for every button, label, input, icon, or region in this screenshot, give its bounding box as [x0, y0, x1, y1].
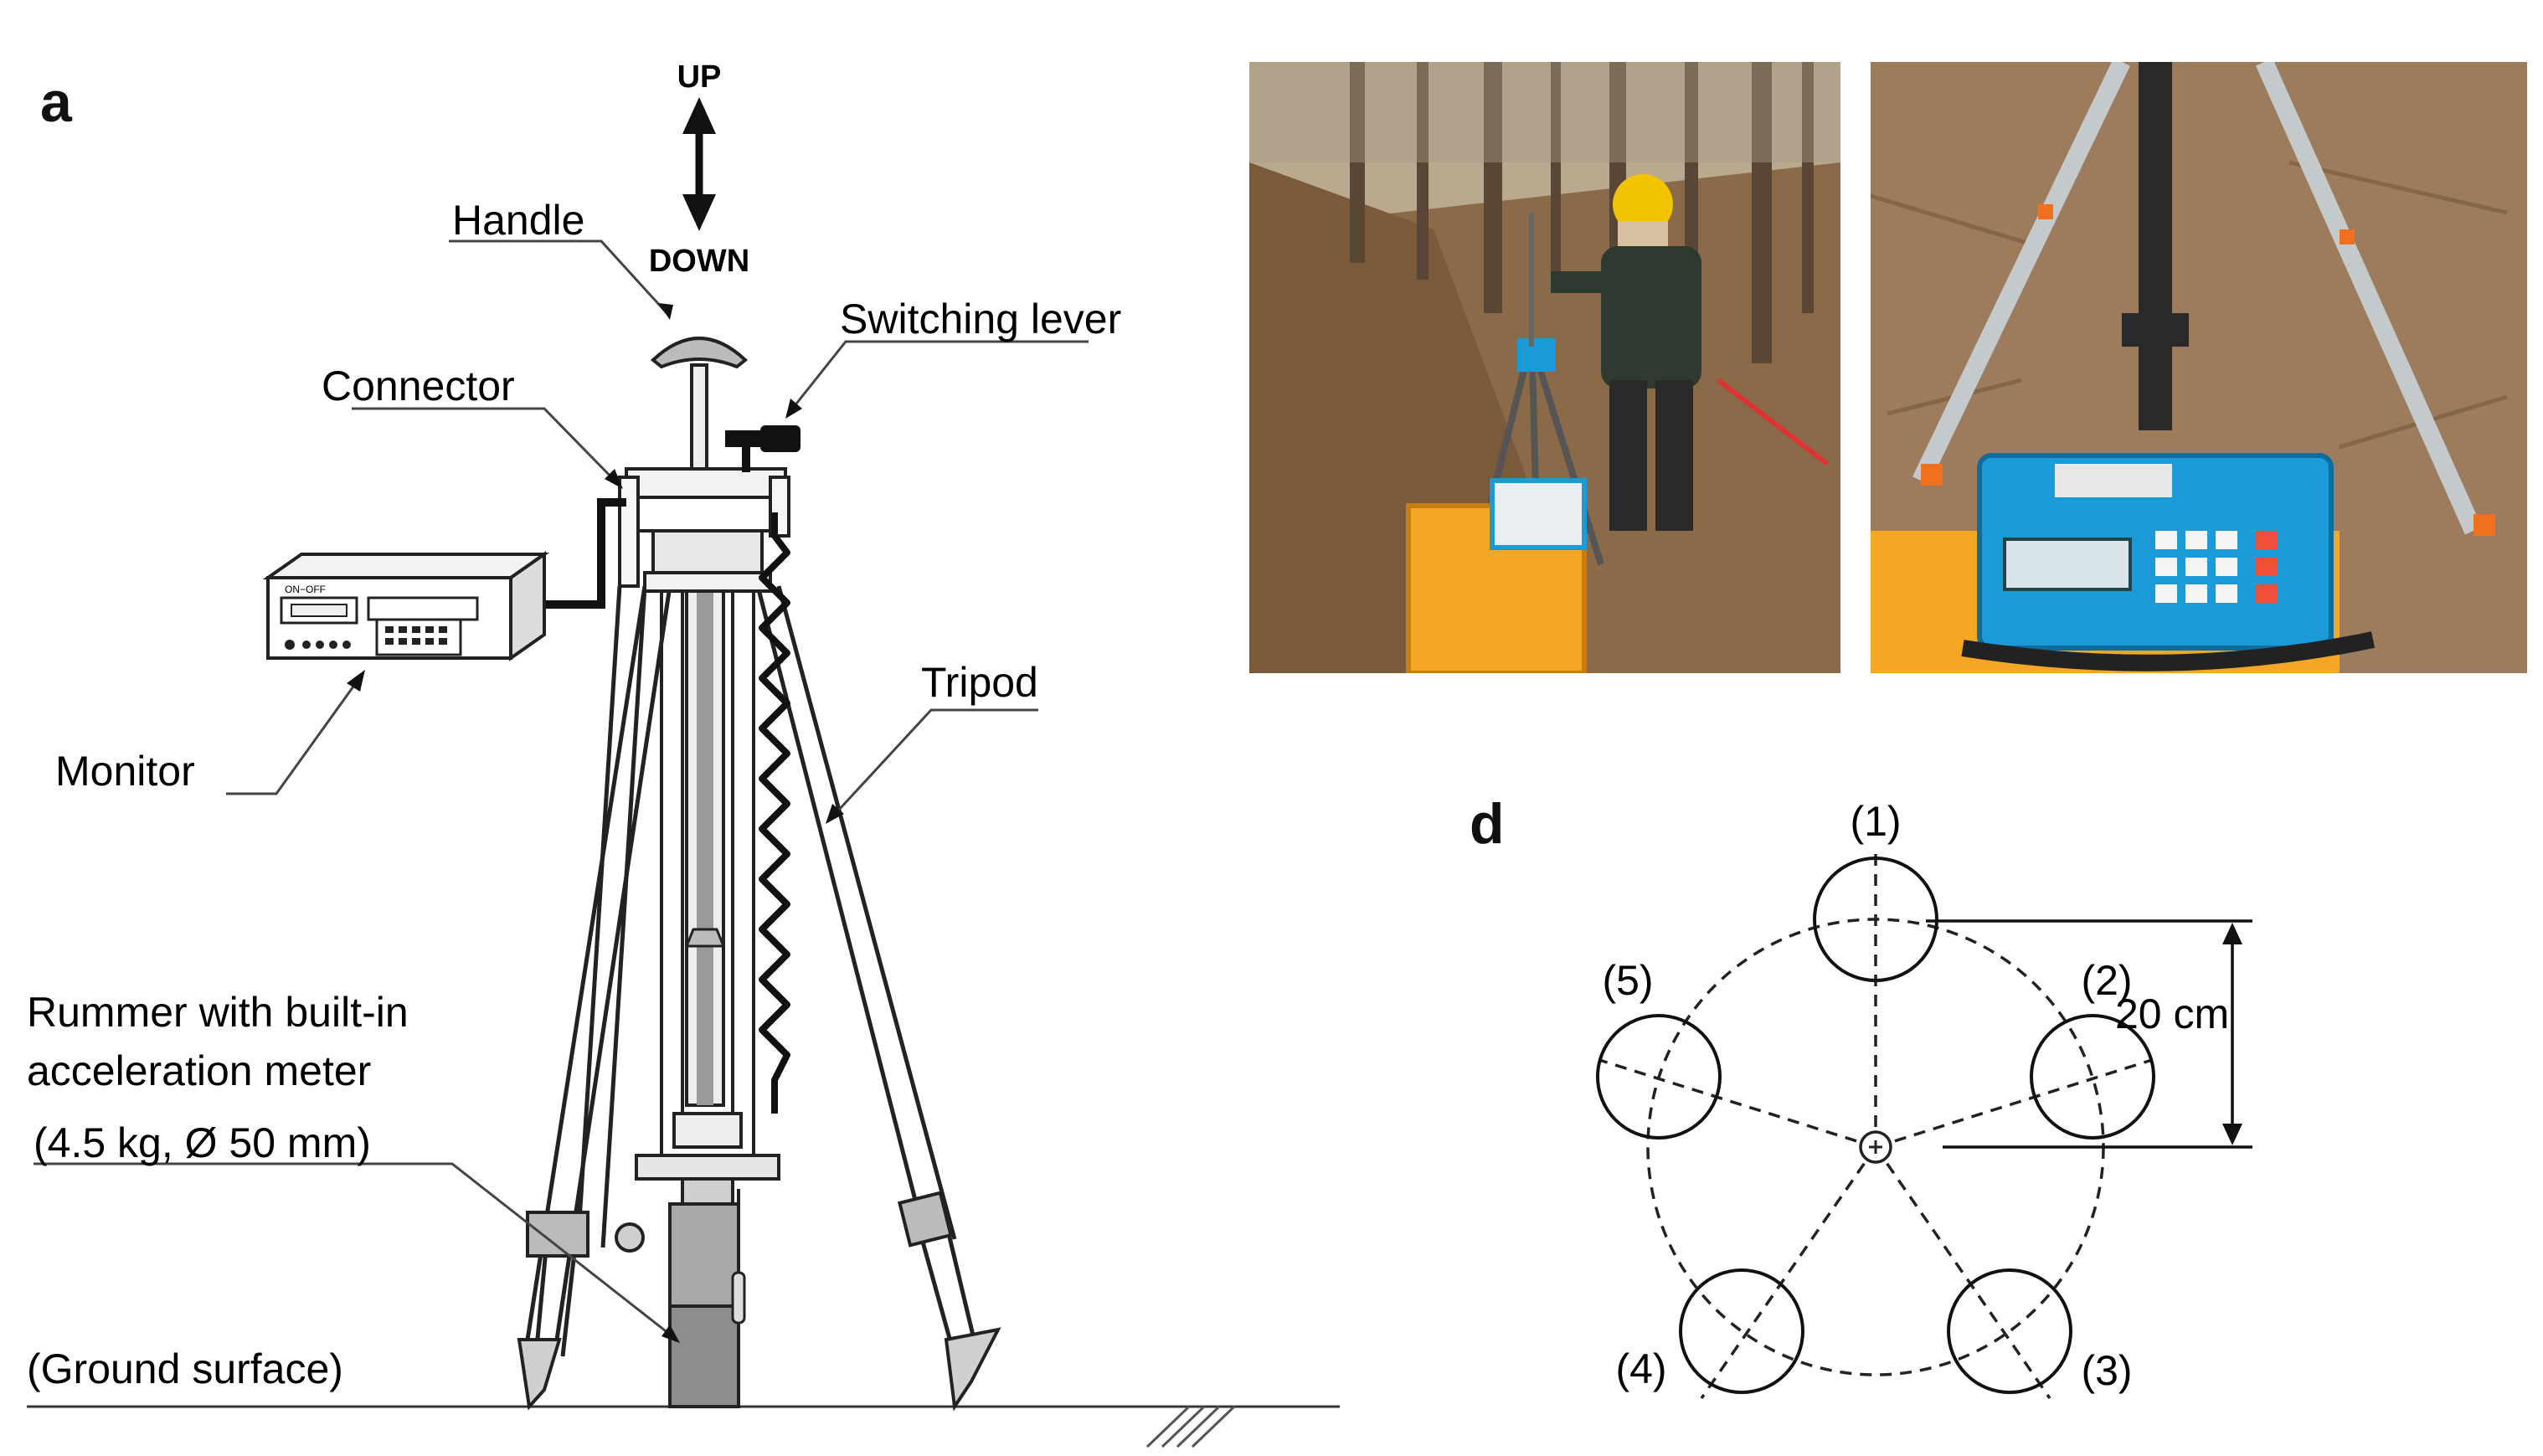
measurement-point-5	[1596, 1014, 1722, 1140]
measurement-point-1	[1813, 857, 1938, 982]
point-label-2: (2)	[2081, 957, 2132, 1004]
measurement-point-3	[1947, 1268, 2072, 1394]
leg-clamp-right	[898, 1191, 953, 1248]
photo-b-illustration	[1249, 62, 1840, 673]
drive-rod-core	[697, 586, 713, 1105]
up-down-arrow-icon	[682, 97, 716, 231]
leader-lines	[33, 239, 1089, 1343]
tripod-foot-left	[517, 1338, 562, 1411]
dimension-indicator	[1926, 919, 2252, 1149]
photo-device-closeup	[1871, 62, 2527, 673]
rummer-tip	[668, 1304, 740, 1408]
handle-label: Handle	[452, 197, 584, 244]
rod-stopper	[684, 928, 726, 948]
handle-shaft	[690, 363, 708, 484]
rummer-label-line1: Rummer with built-in	[27, 989, 409, 1036]
rummer-housing	[635, 1112, 780, 1206]
down-label: DOWN	[649, 244, 749, 279]
point-label-3: (3)	[2081, 1347, 2132, 1394]
rummer-label-line2: acceleration meter	[27, 1047, 371, 1094]
tripod-foot-right	[944, 1327, 1001, 1412]
point-label-1: (1)	[1850, 798, 1901, 845]
ground-surface-label: (Ground surface)	[27, 1345, 343, 1392]
measurement-point-4	[1679, 1268, 1804, 1394]
dimension-arrow-bottom-icon	[2222, 1124, 2242, 1145]
monitor-device: ON−OFF	[262, 551, 550, 661]
switching-lever-label: Switching lever	[840, 296, 1121, 342]
dimension-arrow-top-icon	[2222, 923, 2242, 944]
connector-label: Connector	[322, 363, 515, 409]
point-label-5: (5)	[1602, 957, 1653, 1004]
hanging-pin-weight	[731, 1271, 746, 1325]
point-label-4: (4)	[1615, 1345, 1666, 1392]
measurement-point-2	[2030, 1014, 2155, 1140]
up-label: UP	[677, 59, 722, 95]
operator-figure	[1551, 174, 1701, 531]
photo-field-operator	[1249, 62, 1840, 673]
ground-hatch	[1145, 1405, 1236, 1448]
monitor-cable	[544, 498, 626, 609]
panel-label-a: a	[40, 70, 72, 134]
dimension-label: 20 cm	[2115, 990, 2229, 1037]
handle-grip-icon	[650, 337, 749, 369]
panel-a-apparatus-diagram: UP DOWN	[27, 59, 1340, 1448]
leg-clamp-left	[526, 1211, 589, 1258]
coiled-cable	[759, 512, 790, 1114]
rummer-spec-label: (4.5 kg, Ø 50 mm)	[33, 1119, 371, 1166]
panel-d-point-layout-diagram: (1) (2) (3) (4) (5) 20 cm	[1596, 798, 2252, 1399]
measurement-monitor-device	[1977, 453, 2334, 651]
layout-radial-lines	[1598, 852, 2153, 1399]
monitor-label: Monitor	[55, 748, 195, 795]
clamp-knob	[615, 1222, 645, 1253]
photo-c-illustration	[1871, 62, 2527, 673]
tripod-label: Tripod	[921, 659, 1038, 706]
panel-label-d: d	[1470, 792, 1505, 856]
monitor-switch-label: ON−OFF	[285, 584, 326, 595]
switching-lever-icon	[725, 425, 800, 472]
